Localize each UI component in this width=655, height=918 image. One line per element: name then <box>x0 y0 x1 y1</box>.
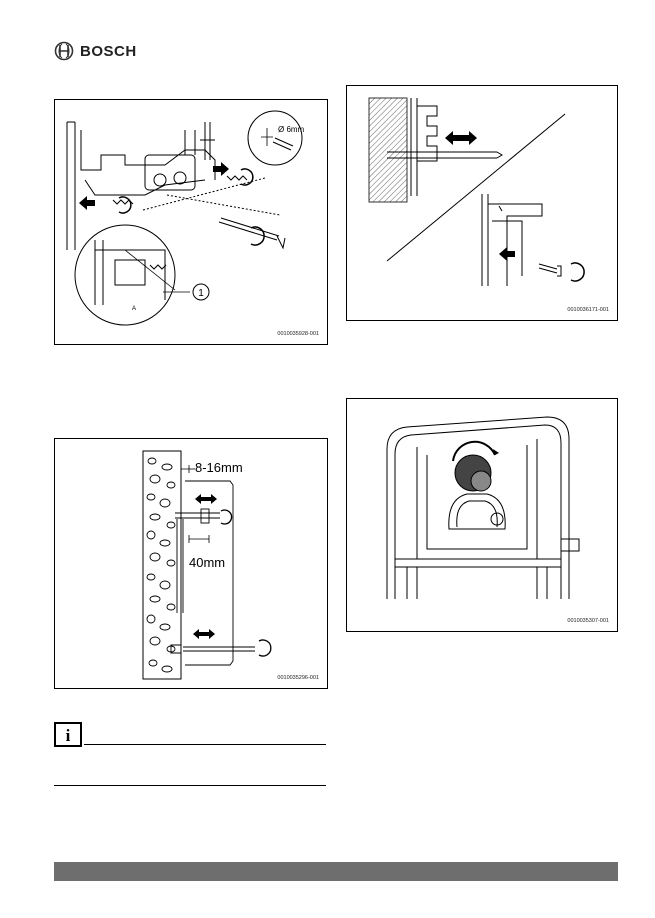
figure-1-code: 0010035928-001 <box>277 331 319 337</box>
info-icon: i <box>54 722 82 747</box>
info-icon-glyph: i <box>66 726 71 745</box>
figure-3: 8-16mm 40mm 0010035296-001 <box>54 438 328 689</box>
note-top-rule <box>84 744 326 745</box>
bosch-armature-icon <box>54 41 74 61</box>
marker-a: A <box>132 306 136 312</box>
dimension-8-16mm: 8-16mm <box>195 460 243 475</box>
callout-1: 1 <box>198 288 204 299</box>
figure-1-drawing: 1 Ø 6mm A <box>66 110 305 326</box>
bosch-logo: BOSCH <box>54 41 137 61</box>
figure-4-drawing <box>386 416 580 599</box>
figure-4-code: 0010035307-001 <box>567 618 609 624</box>
figure-1: 1 Ø 6mm A 0010035928-001 <box>54 99 328 345</box>
drill-diameter-label: Ø 6mm <box>278 125 305 134</box>
dimension-40mm: 40mm <box>189 555 225 570</box>
figure-2: 0010036171-001 <box>346 85 618 321</box>
figure-3-drawing: 8-16mm 40mm <box>142 450 272 680</box>
footer-bar <box>54 862 618 881</box>
logo-text: BOSCH <box>80 42 137 60</box>
figure-3-code: 0010035296-001 <box>277 675 319 681</box>
figure-2-code: 0010036171-001 <box>567 307 609 313</box>
note-bottom-rule <box>54 785 326 786</box>
figure-2-drawing <box>368 97 585 286</box>
figure-4: 0010035307-001 <box>346 398 618 632</box>
